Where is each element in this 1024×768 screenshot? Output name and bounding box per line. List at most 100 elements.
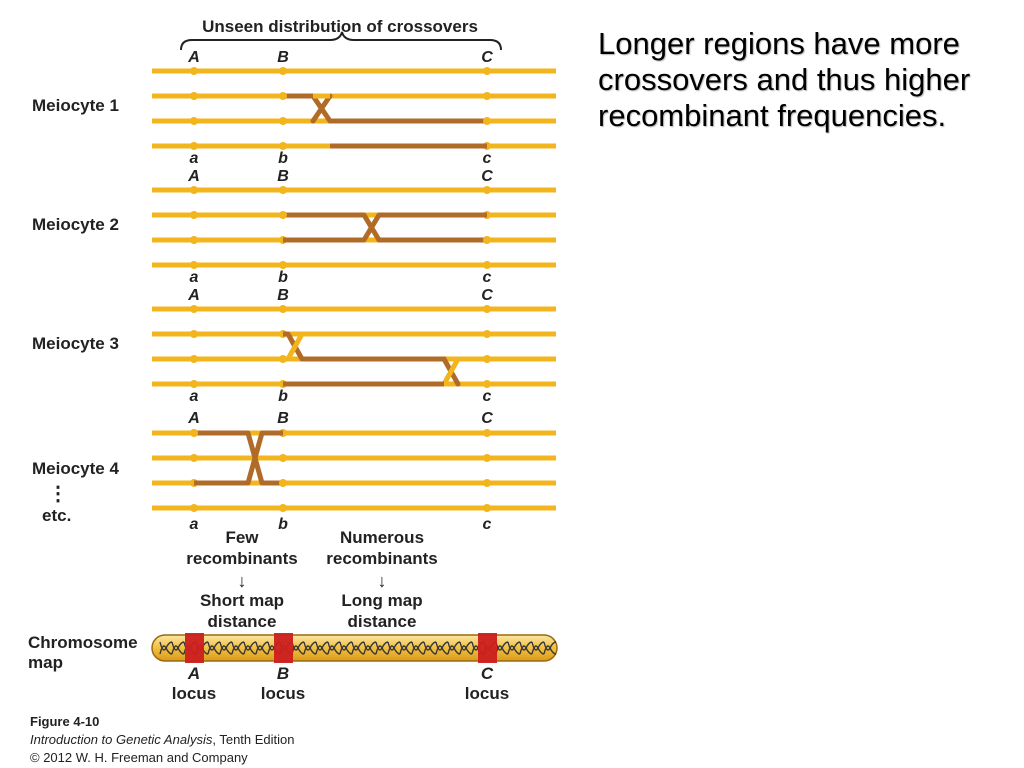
- meiocyte-3-chromatid-1-dot-1: [279, 305, 287, 313]
- meiocyte-2-chromatid-2-dot-0: [190, 211, 198, 219]
- meiocyte-4-chromatid-4-dot-2: [483, 504, 491, 512]
- meiocyte-2-chromatid-4-dot-0: [190, 261, 198, 269]
- lower-locus-1-c: c: [483, 150, 492, 167]
- header-brace: [180, 31, 502, 51]
- chromosome-map-label-2: map: [28, 653, 63, 672]
- short-map-label: Short map: [200, 591, 284, 610]
- etc-dots: ⋮: [48, 483, 68, 505]
- upper-locus-2-C: C: [481, 168, 493, 185]
- meiocyte-4-chromatid-4-dot-0: [190, 504, 198, 512]
- meiocyte-1-chromatid-2-dot-1: [279, 92, 287, 100]
- upper-locus-1-C: C: [481, 49, 493, 66]
- few-arrow: ↓: [238, 571, 247, 591]
- meiocyte-2-chromatid-4-dot-1: [279, 261, 287, 269]
- meiocyte-3-chromatid-4-dot-2: [483, 380, 491, 388]
- meiocyte-1-chromatid-4-dot-1: [279, 142, 287, 150]
- meiocyte-2-chromatid-1-dot-2: [483, 186, 491, 194]
- meiocyte-3-chromatid-4-dot-0: [190, 380, 198, 388]
- meiocyte-1-chromatid-1-dot-0: [190, 67, 198, 75]
- chromatid-strands: [152, 67, 556, 512]
- long-map-label: Long map: [341, 591, 422, 610]
- meiocyte-3-label: Meiocyte 3: [32, 334, 119, 353]
- lower-locus-4-b: b: [278, 516, 288, 533]
- meiocyte-2-label: Meiocyte 2: [32, 215, 119, 234]
- book-edition: , Tenth Edition: [212, 732, 295, 747]
- meiocyte-1-label: Meiocyte 1: [32, 96, 119, 115]
- meiocyte-4-label: Meiocyte 4: [32, 459, 119, 478]
- map-locus-b-letter: B: [277, 664, 289, 683]
- figure-number: Figure 4-10: [30, 714, 100, 729]
- book-line: Introduction to Genetic Analysis, Tenth …: [30, 731, 295, 749]
- map-locus-c-letter: C: [481, 664, 494, 683]
- meiocyte-3-cross-1-b: [441, 356, 461, 387]
- long-distance-label: distance: [348, 612, 417, 631]
- upper-locus-4-A: A: [187, 410, 200, 427]
- upper-locus-3-C: C: [481, 287, 493, 304]
- lower-locus-4-c: c: [483, 516, 492, 533]
- meiocyte-3-chromatid-2-dot-2: [483, 330, 491, 338]
- locus-band-c: [478, 633, 497, 663]
- meiocyte-2-chromatid-4-dot-2: [483, 261, 491, 269]
- meiocyte-4-chromatid-4-dot-1: [279, 504, 287, 512]
- meiocyte-4-chromatid-3-dot-2: [483, 479, 491, 487]
- meiocyte-4-chromatid-3-dot-1: [279, 479, 287, 487]
- upper-locus-1-B: B: [277, 49, 289, 66]
- meiocyte-1-chromatid-1-dot-2: [483, 67, 491, 75]
- lower-locus-2-b: b: [278, 269, 288, 286]
- header-title: Unseen distribution of crossovers: [202, 17, 478, 36]
- upper-locus-1-A: A: [187, 49, 200, 66]
- meiocyte-1-chromatid-3-dot-2: [483, 117, 491, 125]
- numerous-recombinants-label: recombinants: [326, 549, 437, 568]
- meiocyte-4-chromatid-2-dot-0: [190, 454, 198, 462]
- lower-locus-1-a: a: [190, 150, 199, 167]
- lower-locus-3-b: b: [278, 388, 288, 405]
- upper-locus-4-C: C: [481, 410, 493, 427]
- few-label: Few: [225, 528, 259, 547]
- meiocyte-4-cross-0-b: [245, 430, 265, 486]
- locus-band-b: [274, 633, 293, 663]
- meiocyte-4-chromatid-1-dot-0: [190, 429, 198, 437]
- meiocyte-3-chromatid-3-dot-1: [279, 355, 287, 363]
- book-title: Introduction to Genetic Analysis: [30, 732, 213, 747]
- map-locus-b-word: locus: [261, 684, 305, 703]
- meiocyte-2-chromatid-1-dot-0: [190, 186, 198, 194]
- numerous-label: Numerous: [340, 528, 424, 547]
- upper-locus-3-B: B: [277, 287, 289, 304]
- copyright-line: © 2012 W. H. Freeman and Company: [30, 750, 248, 765]
- meiocyte-1-chromatid-2-dot-2: [483, 92, 491, 100]
- locus-band-a: [185, 633, 204, 663]
- upper-locus-3-A: A: [187, 287, 200, 304]
- meiocyte-2-chromatid-1-dot-1: [279, 186, 287, 194]
- short-distance-label: distance: [208, 612, 277, 631]
- meiocyte-3-chromatid-3-dot-0: [190, 355, 198, 363]
- meiocyte-4-chromatid-1-dot-2: [483, 429, 491, 437]
- upper-locus-4-B: B: [277, 410, 289, 427]
- meiocyte-3-chromatid-3-dot-2: [483, 355, 491, 363]
- etc-label: etc.: [42, 506, 71, 525]
- lower-locus-2-a: a: [190, 269, 199, 286]
- lower-locus-2-c: c: [483, 269, 492, 286]
- meiocyte-3-chromatid-1-dot-2: [483, 305, 491, 313]
- lower-locus-3-a: a: [190, 388, 199, 405]
- meiocyte-3-chromatid-2-dot-0: [190, 330, 198, 338]
- meiocyte-2-chromatid-2-dot-1: [279, 211, 287, 219]
- lower-locus-4-a: a: [190, 516, 199, 533]
- meiocyte-4-chromatid-2-dot-1: [279, 454, 287, 462]
- meiocyte-3-chromatid-1-dot-0: [190, 305, 198, 313]
- map-locus-c-word: locus: [465, 684, 509, 703]
- meiocyte-1-chromatid-1-dot-1: [279, 67, 287, 75]
- figure-credit: Figure 4-10 Introduction to Genetic Anal…: [30, 713, 295, 767]
- meiocyte-1-chromatid-4-dot-0: [190, 142, 198, 150]
- chromosome-map-label: Chromosome: [28, 633, 138, 652]
- numerous-arrow: ↓: [378, 571, 387, 591]
- lower-locus-3-c: c: [483, 388, 492, 405]
- meiocyte-2-cross-0-b: [361, 212, 382, 243]
- side-text: Longer regions have more crossovers and …: [598, 26, 971, 133]
- meiocyte-4-chromatid-2-dot-2: [483, 454, 491, 462]
- meiocyte-1-chromatid-3-dot-0: [190, 117, 198, 125]
- few-recombinants-label: recombinants: [186, 549, 297, 568]
- meiocyte-1-chromatid-2-dot-0: [190, 92, 198, 100]
- chromosome-bar: [151, 633, 558, 663]
